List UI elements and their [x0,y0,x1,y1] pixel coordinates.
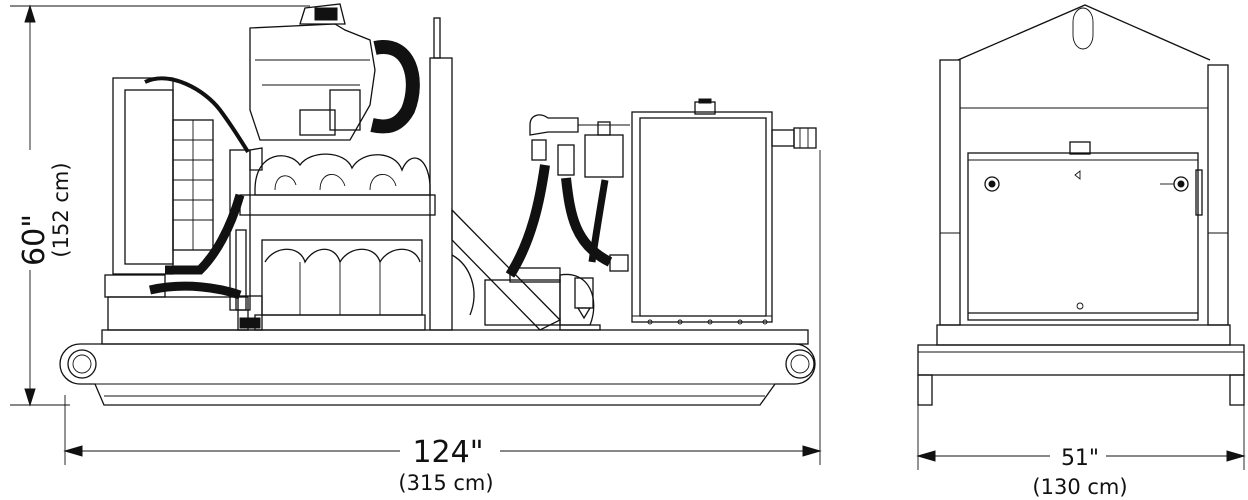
right-post [1207,64,1229,326]
width-imperial: 51" [1061,446,1099,471]
air-intake-hose [370,40,420,134]
end-base-rail [917,344,1245,376]
end-control-box [967,152,1199,321]
pipework [505,114,630,278]
control-box [631,98,817,325]
exhaust-manifold [254,153,431,196]
length-dimension: 124" (315 cm) [63,150,822,495]
engine-block [229,147,436,331]
width-metric: (130 cm) [1032,475,1127,499]
length-metric: (315 cm) [398,471,493,495]
lower-hose [165,193,245,275]
skid-base [59,329,816,406]
pump-unit [484,267,601,331]
length-imperial: 124" [412,435,483,470]
upper-hose [144,76,250,154]
height-metric: (152 cm) [49,162,73,257]
left-post [939,59,961,326]
height-dimension: 60" (152 cm) [8,4,310,407]
bottom-hose [148,281,242,300]
width-dimension: 51" (130 cm) [916,400,1246,499]
height-imperial: 60" [17,214,52,266]
frame-post [429,17,562,331]
engine-top [249,3,420,141]
end-base-top [936,324,1231,346]
end-view [917,4,1245,406]
side-view [59,3,817,406]
lifting-frame [957,4,1211,61]
radiator [104,77,249,331]
